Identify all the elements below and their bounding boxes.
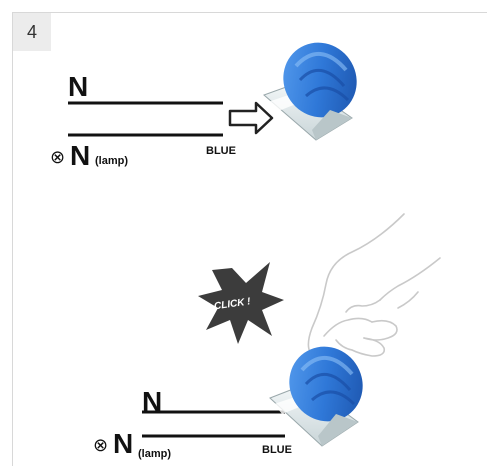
top-diagram: N ⊗ N (lamp) BLUE	[50, 42, 357, 171]
bottom-diagram: CLICK ! N ⊗ N (lamp) BLUE	[93, 213, 441, 460]
top-lamp-sub: (lamp)	[95, 155, 128, 167]
connector-icon	[269, 346, 363, 447]
arrow-right-icon	[228, 101, 274, 135]
pointing-hand-icon	[307, 213, 441, 357]
top-lamp-symbol: ⊗	[50, 147, 65, 168]
click-burst-icon: CLICK !	[198, 262, 284, 344]
top-neutral-label: N	[68, 71, 88, 102]
top-wire-color: BLUE	[206, 145, 236, 157]
bottom-lamp-sub: (lamp)	[138, 448, 171, 460]
bottom-neutral-label: N	[142, 386, 162, 417]
connector-icon	[263, 42, 357, 141]
click-burst-label: CLICK !	[213, 296, 251, 312]
step-number-badge: 4	[13, 13, 51, 51]
bottom-lamp-label: N	[113, 428, 133, 459]
bottom-lamp-symbol: ⊗	[93, 435, 108, 456]
bottom-wire-color: BLUE	[262, 444, 292, 456]
step-number: 4	[26, 21, 37, 42]
top-lamp-label: N	[70, 140, 90, 171]
instruction-panel: 4	[12, 12, 487, 466]
